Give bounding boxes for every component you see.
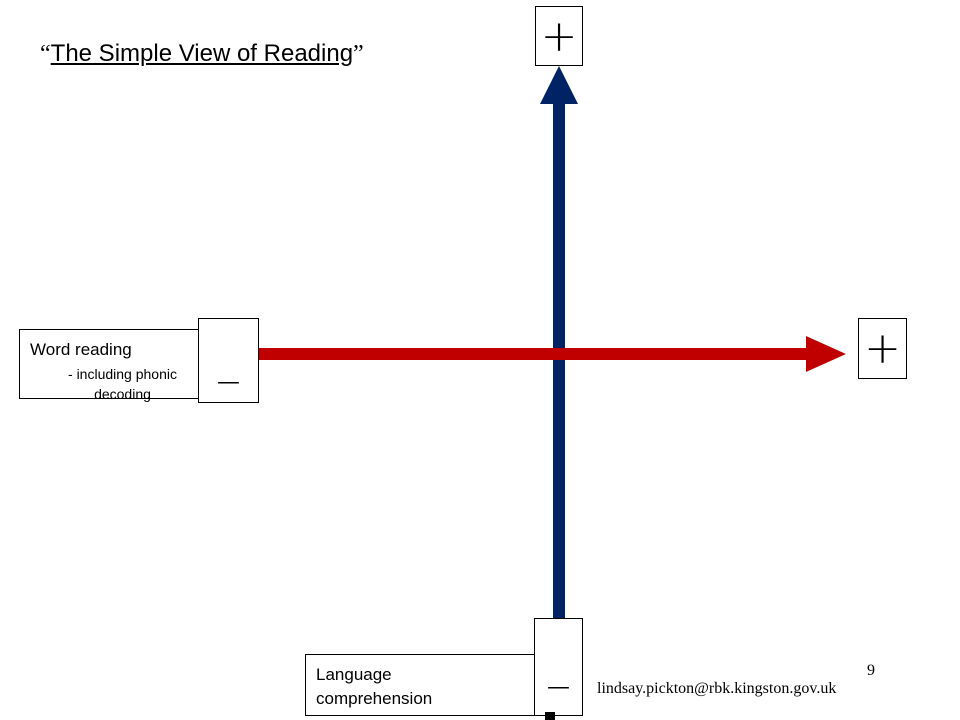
- vertical-negative-sign: _: [534, 618, 583, 716]
- word-reading-label-box: Word reading - including phonic decoding: [19, 329, 204, 402]
- page-number: 9: [867, 662, 875, 679]
- horizontal-negative-sign: _: [198, 318, 259, 403]
- title-text: The Simple View of Reading: [50, 40, 354, 67]
- title-close-quote: ”: [353, 41, 364, 67]
- horizontal-axis-arrowhead: [806, 336, 846, 372]
- language-comprehension-label-box: Language comprehension: [305, 654, 537, 716]
- vertical-axis-arrowhead: [540, 66, 578, 104]
- title-open-quote: “: [40, 41, 51, 67]
- word-reading-sublabel: - including phonic decoding: [68, 366, 177, 402]
- slide-title: “The Simple View of Reading”: [40, 40, 364, 68]
- clipped-sign-fragment: [545, 712, 555, 720]
- language-comprehension-label: Language comprehension: [316, 665, 433, 708]
- footer-email: lindsay.pickton@rbk.kingston.gov.uk: [597, 680, 837, 697]
- vertical-positive-sign: +: [535, 6, 583, 66]
- horizontal-positive-sign: +: [858, 318, 907, 379]
- word-reading-label: Word reading: [30, 340, 132, 359]
